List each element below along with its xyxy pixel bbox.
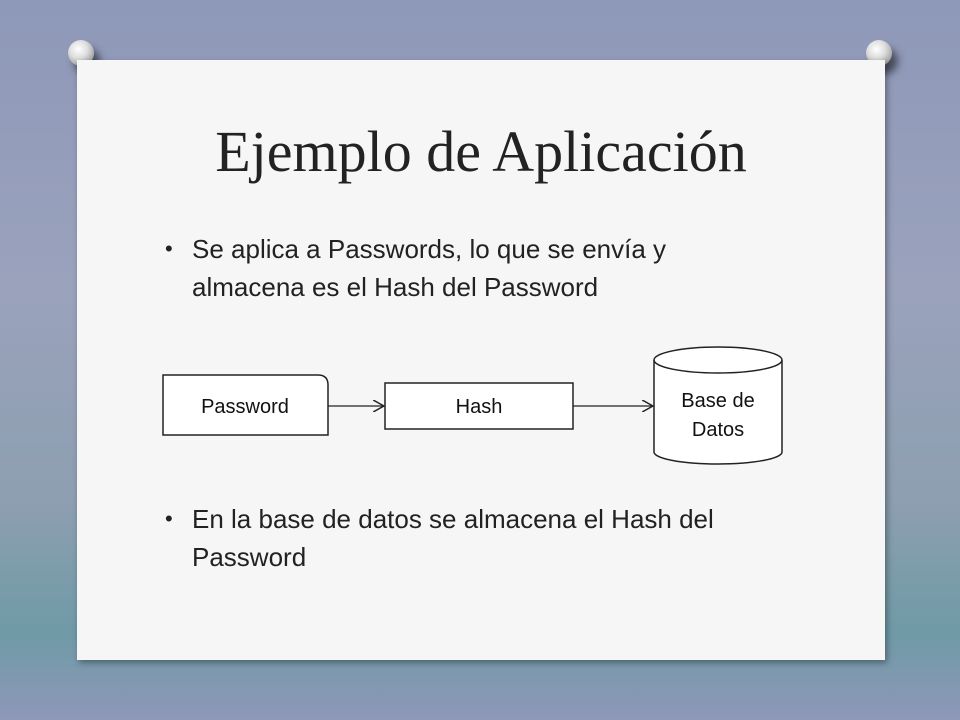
bullet-icon: •	[165, 506, 173, 531]
password-node	[162, 374, 329, 436]
database-label-line1: Base de	[681, 390, 754, 412]
database-node	[653, 346, 783, 465]
bullet-text: En la base de datos se almacena el Hash …	[192, 504, 714, 572]
bullet-icon: •	[165, 236, 173, 261]
slide: Ejemplo de Aplicación • Se aplica a Pass…	[77, 60, 885, 660]
password-label: Password	[201, 396, 289, 418]
slide-title: Ejemplo de Aplicación	[215, 119, 747, 184]
bullet-1: • Se aplica a Passwords, lo que se envía…	[165, 230, 785, 306]
hash-node	[384, 382, 574, 430]
hash-label: Hash	[456, 396, 503, 418]
flow-diagram: Password Hash Base de Datos	[162, 346, 783, 465]
database-label-line2: Datos	[692, 419, 744, 441]
bullet-text: Se aplica a Passwords, lo que se envía y…	[192, 234, 667, 302]
bullet-2: • En la base de datos se almacena el Has…	[165, 500, 765, 576]
